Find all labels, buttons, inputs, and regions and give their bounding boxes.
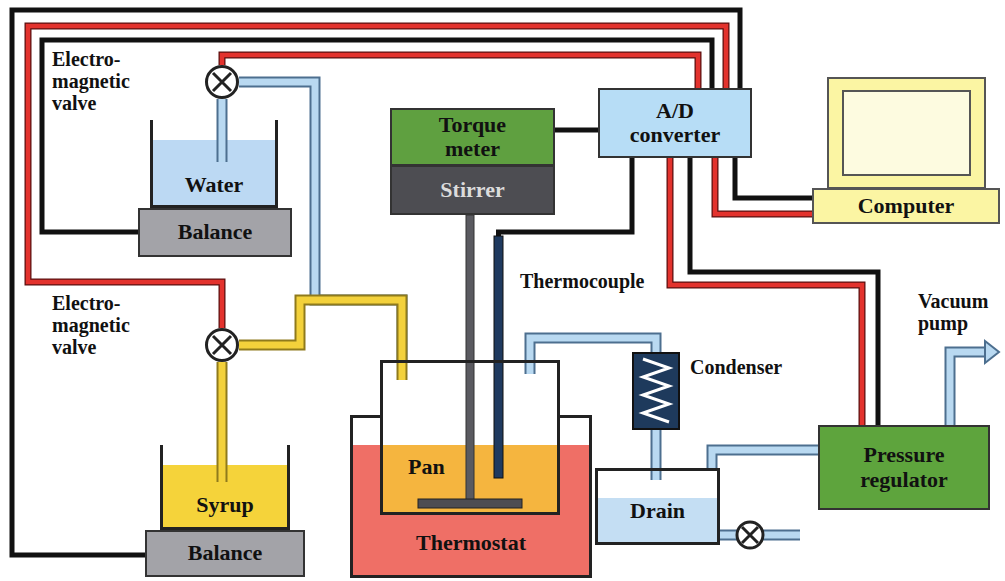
water-tank: Water [150,120,278,208]
condenser-coil-line [634,354,678,428]
balance-scale: Balance [145,530,305,577]
pipe-connector [656,430,657,468]
inlet-pipe [399,360,406,380]
signal-wire [555,130,598,131]
signal-wire [715,158,812,214]
node-label: Torque meter [413,113,533,161]
connector-stroke [712,450,818,468]
node-label: Balance [178,220,253,244]
pipe-connector [222,362,223,445]
stirrer-paddle [418,499,522,508]
connector-stroke [217,99,228,120]
drain-valve [737,522,763,548]
connector-stroke [712,450,818,468]
syrup-pipe [219,445,226,482]
connector-stroke [219,362,226,445]
water-fill [153,140,275,205]
connector-stroke [239,300,402,360]
node-label: Pan [408,455,445,479]
signal-wire [28,26,726,328]
connector-stroke [735,158,812,198]
drain-fill [598,498,717,542]
water-pipe [219,120,226,162]
node-label: Computer [858,194,955,218]
balance-scale: Balance [138,208,292,257]
connector-stroke [651,430,662,468]
node-label: Pressure regulator [839,443,969,491]
pipe-outline [950,352,988,425]
pipe-connector [712,450,818,468]
connector-stroke [28,26,726,328]
vacuum-pipe [950,352,988,425]
pipe-outline [217,445,228,482]
node-label: A/D converter [620,99,730,147]
valve-cross-line [213,336,231,354]
pipe-outline [397,360,408,380]
annotation-label: Thermocouple [520,270,670,292]
node-label: Balance [188,541,263,565]
valve-symbol: Electro- magnetic valve [205,65,239,99]
node-label: Condenser [690,356,820,378]
probe-label: Thermocouple [520,270,670,292]
node-label: Electro- magnetic valve [52,48,152,114]
node-label: Syrup [196,493,253,517]
pipe-outline [217,120,228,162]
syrup-tank: Syrup [160,445,290,530]
pressure-regulator: Pressure regulator [818,425,990,510]
coil-zigzag [643,359,669,422]
computer-monitor [828,78,985,188]
node-label: Stirrer [440,178,504,202]
valve-cross [208,68,236,96]
condenser-coil: Condenser [632,352,680,430]
connector-stroke [239,300,402,360]
thermostat-bath: Thermostat [350,415,592,578]
pipe-connector [222,99,223,120]
valve-cross [742,527,758,543]
outlet-label: Vacuum pump [918,290,1000,334]
valve-cross-line [213,73,231,91]
connector-stroke [28,26,726,328]
connector-stroke [555,128,598,133]
vacuum-arrowhead [985,341,999,363]
connector-stroke [715,158,812,214]
computer-base: Computer [812,188,1000,224]
signal-wire [735,158,812,198]
pan-vessel: Pan [380,360,560,515]
node-label: Drain [630,499,685,523]
connector-stroke [653,430,660,468]
annotation-label: Vacuum pump [918,290,1000,334]
valve-symbol: Electro- magnetic valve [205,328,239,362]
torque-meter: Torque meter [390,108,555,166]
node-label: Thermostat [416,531,526,555]
valve-cross [208,331,236,359]
connector-stroke [217,362,228,445]
ad-converter: A/D converter [598,88,752,158]
drain-tank: Drain [595,468,720,545]
monitor-screen [843,91,970,175]
thermocouple-probe [494,236,503,478]
node-label: Water [185,173,244,197]
connector-stroke [715,158,812,214]
pipe-connector [239,300,402,360]
node-label: Electro- magnetic valve [52,292,152,358]
connector-stroke [219,99,226,120]
stirrer-shaft [466,215,474,500]
stirrer-motor: Stirrer [390,165,555,215]
